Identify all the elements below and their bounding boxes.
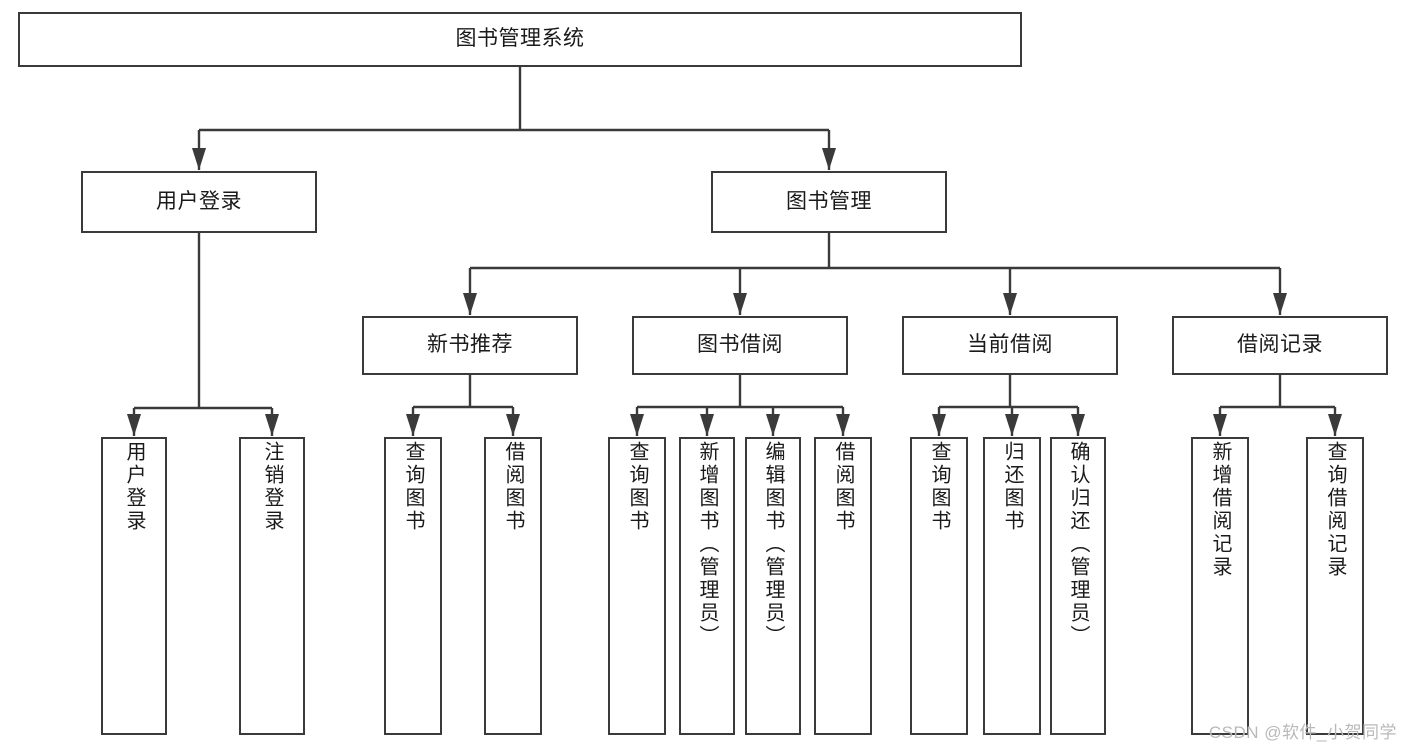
node-leaf-logout-login: 注销登录 [239,437,305,735]
node-label-leaf-edit-book-admin: 编辑图书（管理员） [762,441,784,648]
node-current-borrow: 当前借阅 [902,316,1118,375]
node-leaf-confirm-return-admin: 确认归还（管理员） [1050,437,1106,735]
node-user-login: 用户登录 [81,171,317,233]
node-leaf-query-borrow-record: 查询借阅记录 [1306,437,1364,735]
node-label-leaf-user-login: 用户登录 [123,441,145,533]
node-root: 图书管理系统 [18,12,1022,67]
node-label-book-borrow: 图书借阅 [697,333,783,357]
node-book-borrow: 图书借阅 [632,316,848,375]
node-leaf-add-book-admin: 新增图书（管理员） [679,437,735,735]
csdn-watermark: CSDN @软件_小贺同学 [1208,723,1397,742]
node-label-leaf-query-book-2: 查询图书 [626,441,648,533]
node-label-root: 图书管理系统 [455,27,585,51]
node-label-leaf-query-book-1: 查询图书 [402,441,424,533]
node-label-leaf-add-borrow-record: 新增借阅记录 [1209,441,1231,579]
node-book-manage: 图书管理 [711,171,947,233]
node-label-new-book-recommend: 新书推荐 [427,333,513,357]
node-leaf-query-book-2: 查询图书 [608,437,666,735]
node-leaf-query-book-3: 查询图书 [910,437,968,735]
node-leaf-return-book: 归还图书 [983,437,1041,735]
node-label-leaf-query-book-3: 查询图书 [928,441,950,533]
node-label-leaf-logout-login: 注销登录 [261,441,283,533]
node-borrow-record: 借阅记录 [1172,316,1388,375]
node-leaf-query-book-1: 查询图书 [384,437,442,735]
node-new-book-recommend: 新书推荐 [362,316,578,375]
node-leaf-borrow-book-2: 借阅图书 [814,437,872,735]
node-leaf-add-borrow-record: 新增借阅记录 [1191,437,1249,735]
node-leaf-borrow-book-1: 借阅图书 [484,437,542,735]
node-label-leaf-borrow-book-1: 借阅图书 [502,441,524,533]
node-label-leaf-confirm-return-admin: 确认归还（管理员） [1067,441,1089,648]
node-label-leaf-borrow-book-2: 借阅图书 [832,441,854,533]
node-leaf-user-login: 用户登录 [101,437,167,735]
node-label-user-login: 用户登录 [156,189,242,213]
node-label-leaf-add-book-admin: 新增图书（管理员） [696,441,718,648]
node-label-book-manage: 图书管理 [786,189,872,213]
node-label-borrow-record: 借阅记录 [1237,333,1323,357]
node-leaf-edit-book-admin: 编辑图书（管理员） [745,437,801,735]
node-label-current-borrow: 当前借阅 [967,333,1053,357]
node-label-leaf-return-book: 归还图书 [1001,441,1023,533]
node-label-leaf-query-borrow-record: 查询借阅记录 [1324,441,1346,579]
